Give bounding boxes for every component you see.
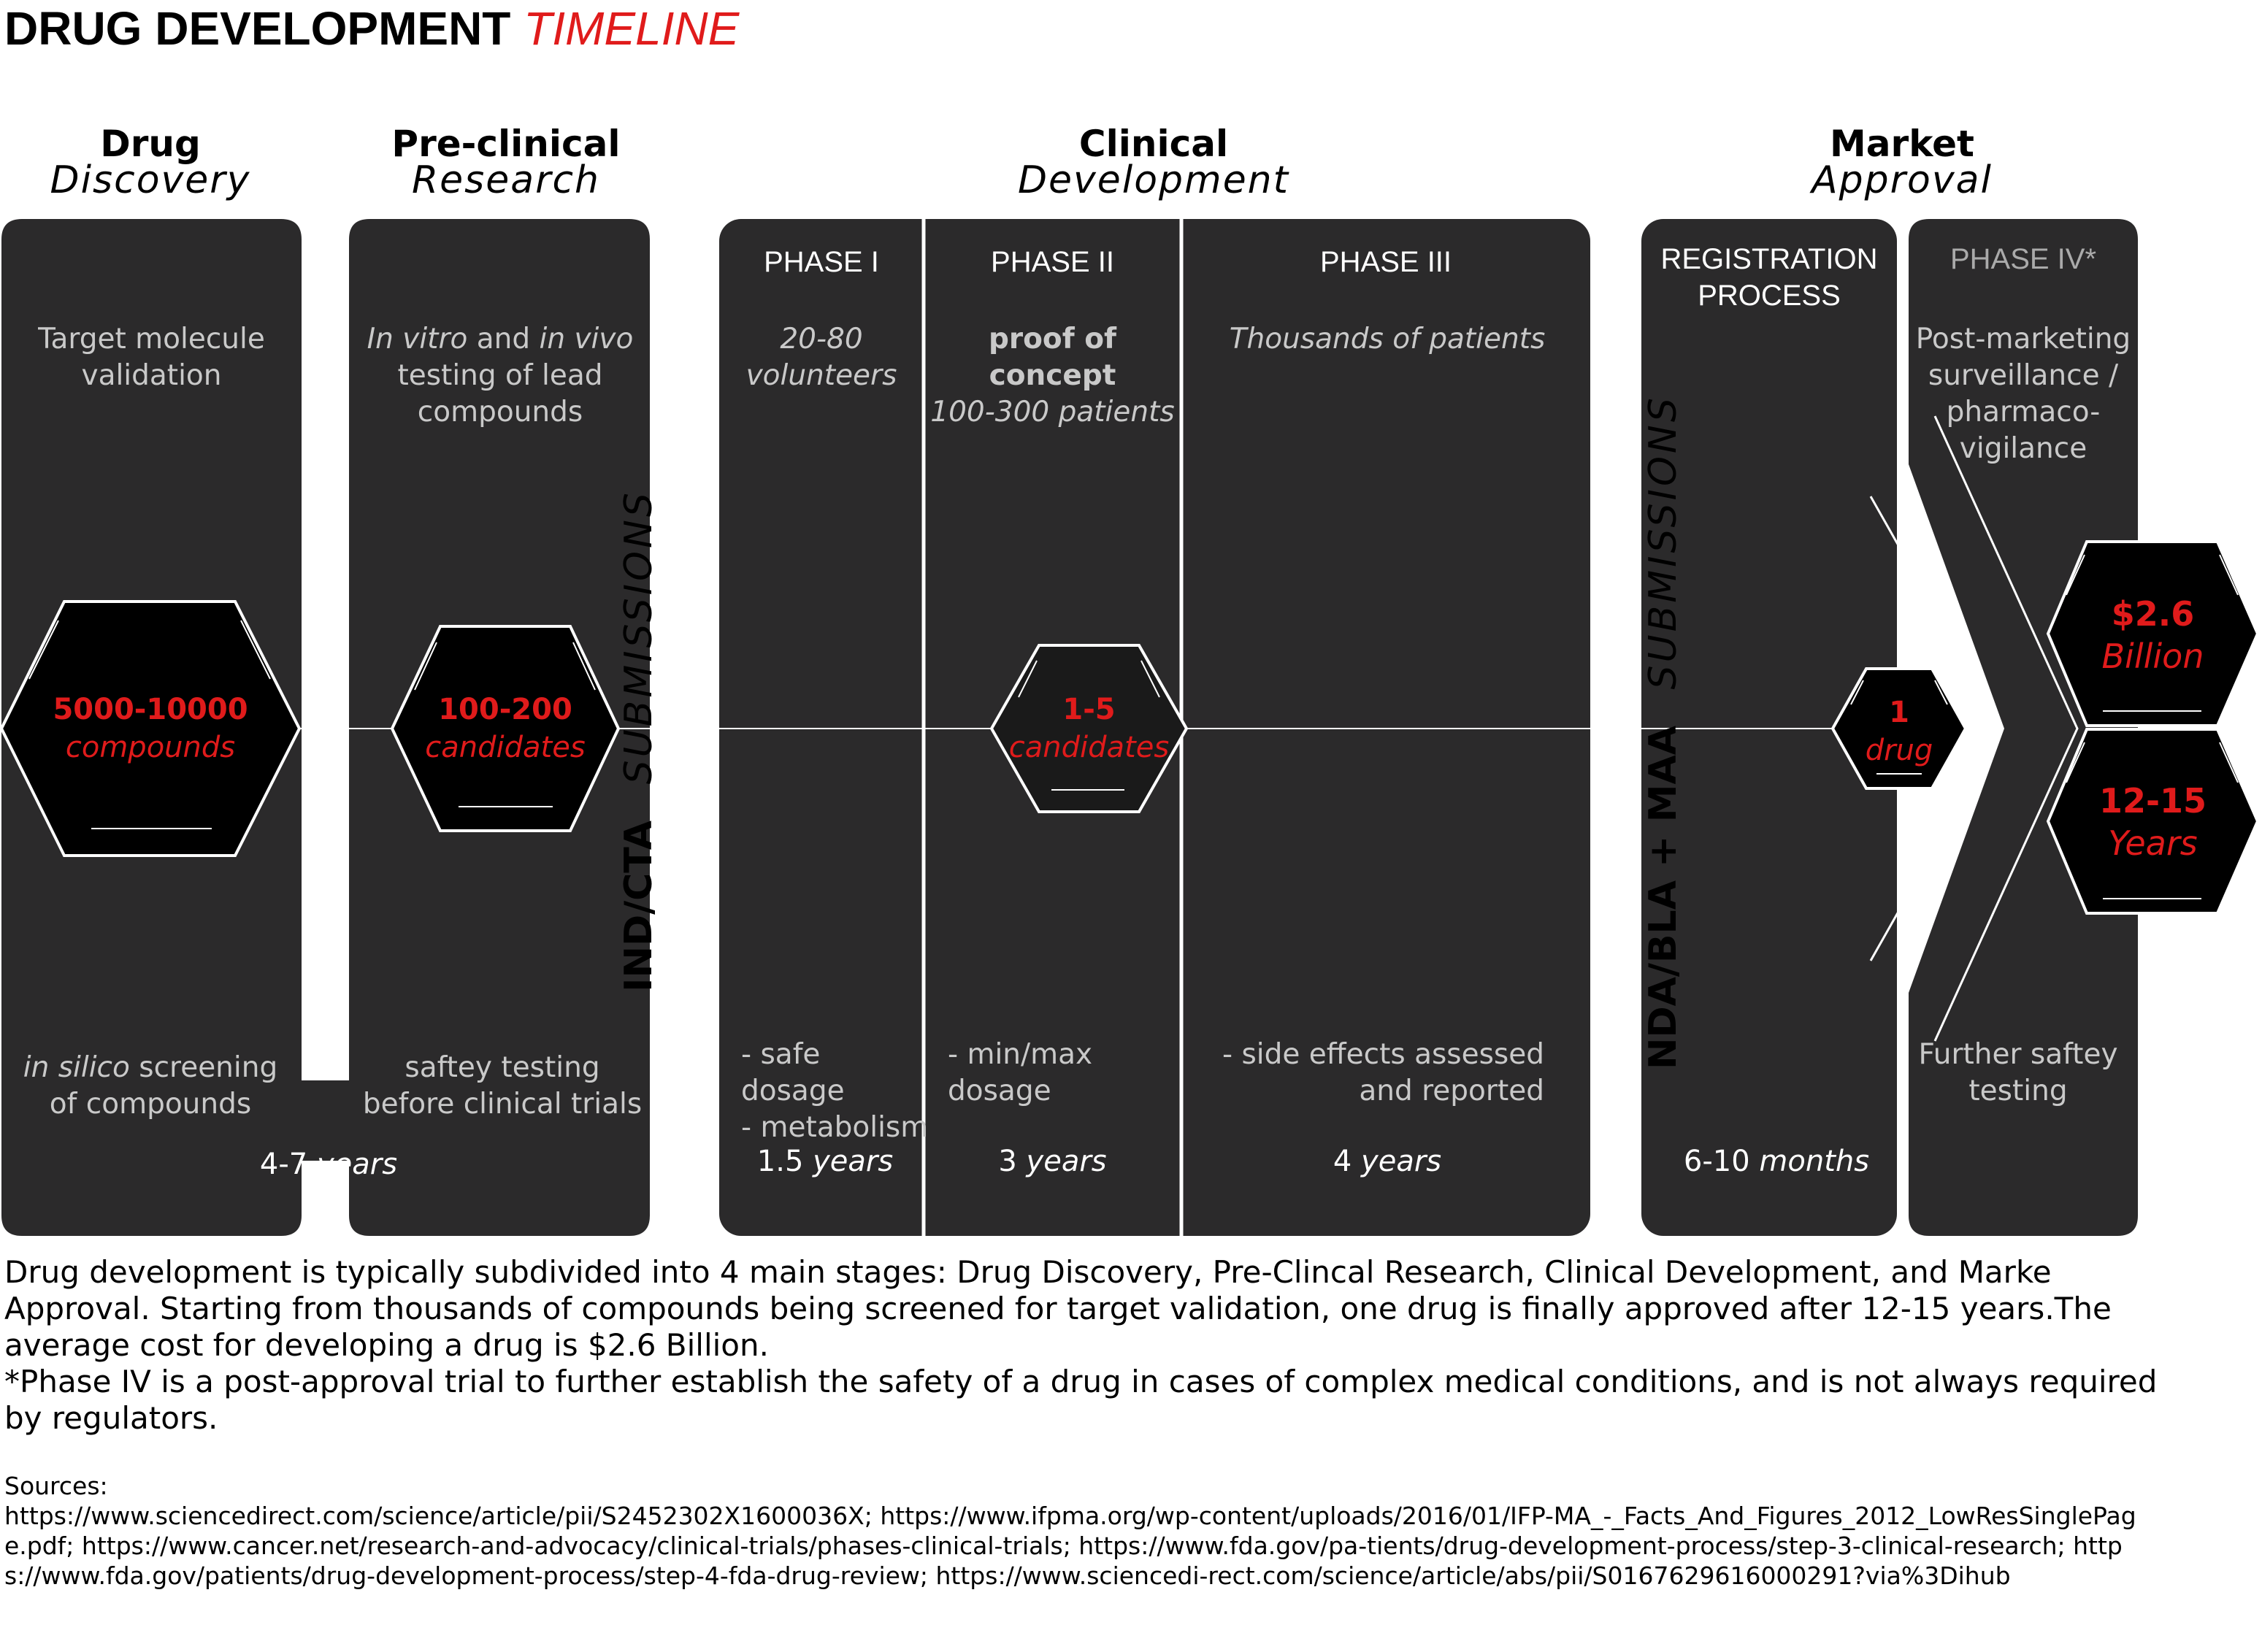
discovery-note: in silico screening of compounds <box>23 1051 278 1121</box>
result-years: 12-15 Years <box>2098 781 2207 863</box>
cost-hexagon <box>2046 540 2260 727</box>
funnel-label-drug: 1 drug <box>1865 696 1933 767</box>
funnel-label-clinical-candidates: 1-5 candidates <box>1008 693 1170 764</box>
stage-heading-clinical: Clinical Development <box>1017 123 1290 202</box>
funnel-hexagon <box>390 625 621 832</box>
preclinical-description: In vitro and in vivo testing of lead com… <box>367 323 634 429</box>
funnel-hexagon <box>0 600 302 857</box>
phase-2-label: PHASE II <box>991 246 1114 278</box>
phase-4-description: Post-marketing surveillance / pharmaco-v… <box>1915 323 2131 465</box>
sources-list: https://www.sciencedirect.com/science/ar… <box>4 1502 2136 1590</box>
duration-phase-1: 1.5 years <box>756 1145 894 1178</box>
caption-footnote: *Phase IV is a post-approval trial to fu… <box>4 1364 2158 1436</box>
duration-hexagon <box>2046 728 2260 915</box>
phase-4-label: PHASE IV* <box>1949 243 2097 275</box>
phase-3-note: - side effects assessed and reported <box>1222 1038 1544 1107</box>
stage-heading-market: Market Approval <box>1811 123 1993 202</box>
result-cost: $2.6 Billion <box>2101 594 2204 676</box>
duration-discovery-preclinical: 4-7 years <box>259 1148 398 1181</box>
page-title: DRUG DEVELOPMENT TIMELINE <box>4 1 739 55</box>
chevron-arrow <box>1869 496 2004 961</box>
discovery-description: Target molecule validation <box>38 323 265 392</box>
stage-heading-preclinical: Pre-clinical Research <box>391 123 621 202</box>
discovery-panel <box>1 219 650 1236</box>
funnel-label-compounds: 5000-10000 compounds <box>53 693 248 764</box>
preclinical-note: saftey testing before clinical trials <box>362 1051 643 1121</box>
duration-phase-2: 3 years <box>998 1145 1107 1178</box>
phase-1-description: 20-80 volunteers <box>745 323 897 392</box>
phase-3-label: PHASE III <box>1319 246 1452 278</box>
title-main: DRUG DEVELOPMENT <box>4 2 511 55</box>
ind-cta-submissions: IND/CTA SUBMISSIONS <box>617 490 661 992</box>
funnel-label-candidates: 100-200 candidates <box>425 693 586 764</box>
phase-4-note: Further saftey testing <box>1918 1038 2118 1107</box>
registration-label: REGISTRATION PROCESS <box>1660 243 1878 312</box>
phase4-panel <box>1909 219 2138 1236</box>
nda-bla-maa-submissions: NDA/BLA + MAA SUBMISSIONS <box>1641 395 1685 1069</box>
stage-heading-discovery: Drug Discovery <box>50 123 251 202</box>
duration-registration: 6-10 months <box>1683 1145 1870 1178</box>
phase-2-note: - min/max dosage <box>948 1038 1093 1107</box>
title-accent: TIMELINE <box>524 2 740 55</box>
chevron-arrow <box>1933 415 2079 1042</box>
duration-phase-3: 4 years <box>1333 1145 1442 1178</box>
funnel-hexagon <box>989 644 1189 813</box>
caption-paragraph: Drug development is typically subdivided… <box>4 1254 2112 1363</box>
phase-1-label: PHASE I <box>764 246 879 278</box>
funnel-hexagon <box>1830 667 1968 790</box>
registration-panel <box>1641 219 1897 1236</box>
phase-1-note: - safe dosage - metabolism <box>741 1038 929 1144</box>
phase-3-description: Thousands of patients <box>1229 323 1546 356</box>
phase-2-description: proof of concept 100-300 patients <box>930 323 1175 429</box>
sources-label: Sources: <box>4 1472 108 1500</box>
